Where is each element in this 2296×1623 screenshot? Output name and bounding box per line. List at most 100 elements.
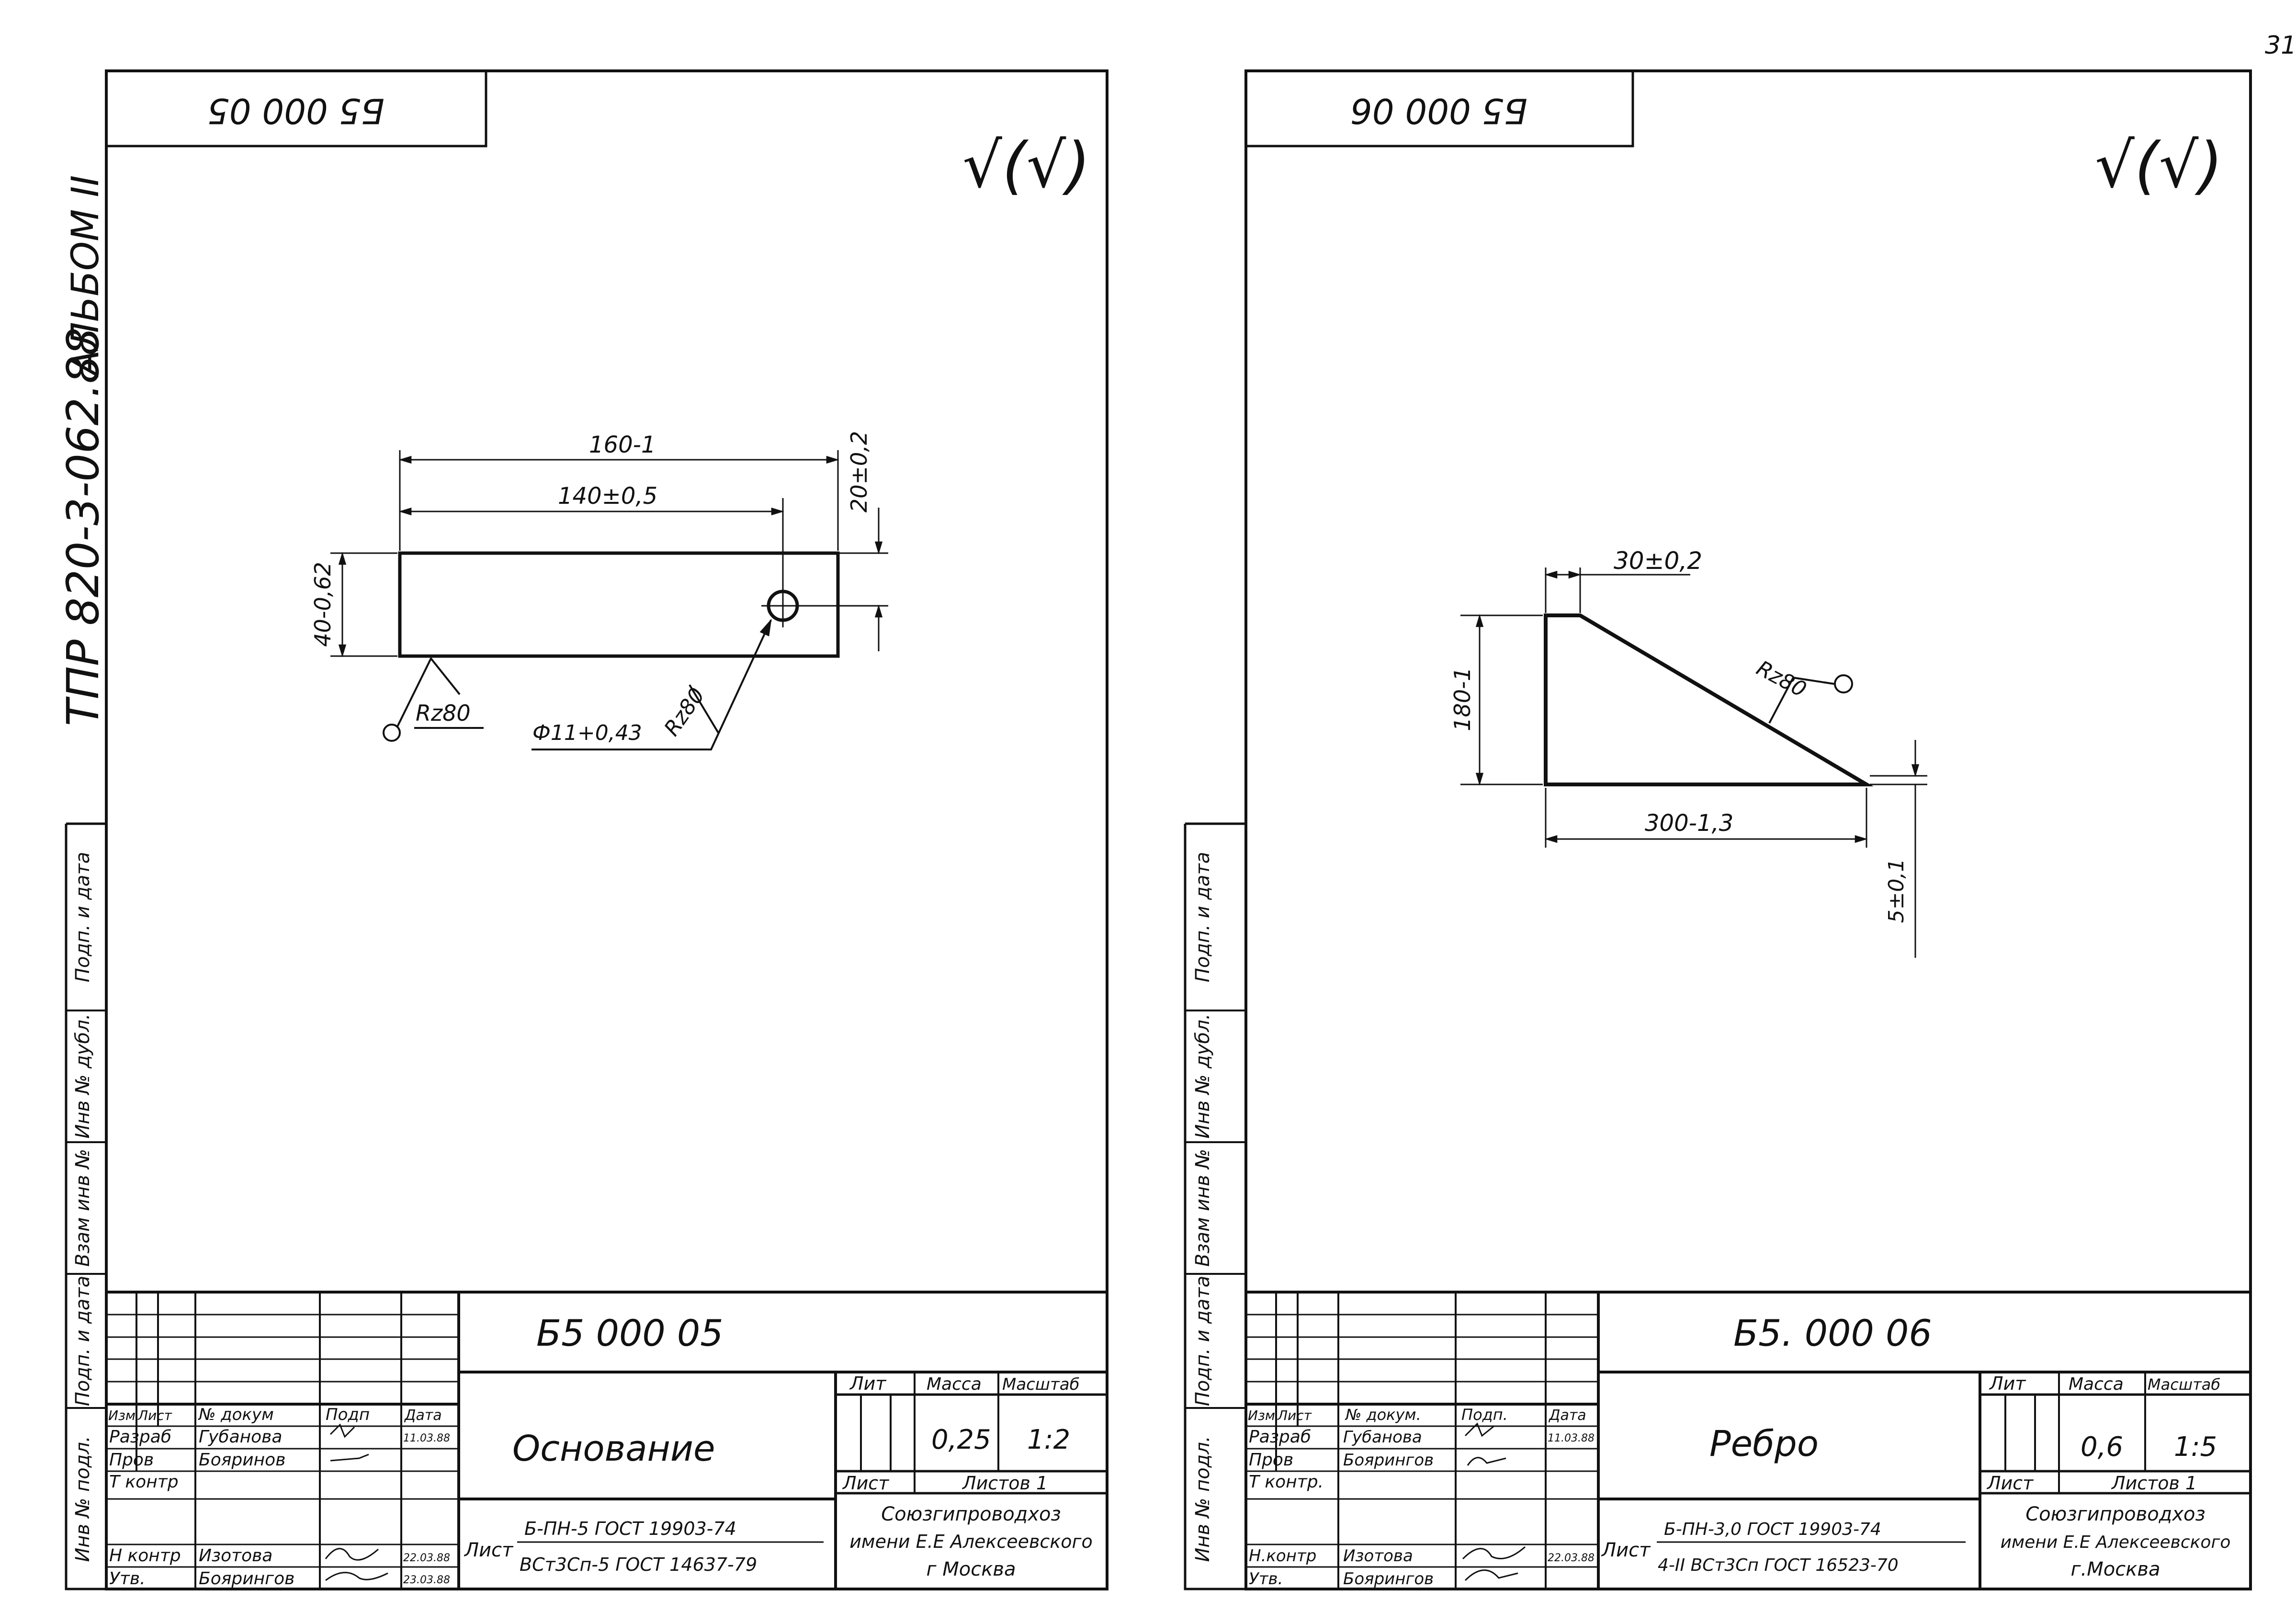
tb-designation: Б5 000 05 (536, 1312, 724, 1354)
dim-hole: Ф11+0,43 (532, 721, 642, 745)
material-2: 4-II ВСт3Сп ГОСТ 16523-70 (1658, 1555, 1899, 1575)
role-tech: Т контр (109, 1472, 179, 1492)
hdr-izm: Изм (1248, 1407, 1275, 1423)
material-prefix: Лист (464, 1539, 514, 1561)
stamp-replace-no: Взам инв № (1192, 1149, 1214, 1267)
role-checker: Пров (1249, 1450, 1293, 1470)
signatures (325, 1423, 388, 1581)
stamp-replace-no: Взам инв № (72, 1149, 94, 1267)
mass-label: Масса (2069, 1374, 2124, 1394)
scale-value: 1:5 (2174, 1431, 2217, 1463)
rough-base: Rz80 (416, 700, 471, 726)
rough-slope: Rz80 (1753, 656, 1810, 703)
org-line-1: Союзгипроводхоз (2025, 1503, 2206, 1525)
dim-height: 180-1 (1449, 667, 1475, 731)
dim-length: 160-1 (589, 431, 656, 458)
org-line-1: Союзгипроводхоз (881, 1503, 1061, 1525)
top-designation: Б5 000 05 (207, 91, 385, 131)
date-norm: 22.03.88 (1548, 1552, 1595, 1564)
stamp-dup-no: Инв № дубл. (72, 1014, 94, 1139)
person-developer: Губанова (199, 1427, 282, 1447)
role-approve: Утв. (109, 1569, 146, 1589)
hdr-doc: № докум (198, 1405, 274, 1424)
hdr-doc: № докум. (1345, 1406, 1421, 1424)
person-checker: Бояринов (199, 1450, 285, 1470)
album-label: АЛЬБОМ II (64, 175, 107, 378)
part-name: Основание (512, 1428, 715, 1469)
hdr-date: Дата (1548, 1407, 1586, 1424)
role-checker: Пров (109, 1450, 154, 1470)
person-norm: Изотова (1343, 1546, 1413, 1566)
role-developer: Разраб (1249, 1427, 1311, 1447)
person-norm: Изотова (199, 1546, 272, 1566)
page-number: 31 (2265, 31, 2296, 60)
date-norm: 22.03.88 (403, 1552, 450, 1564)
stamp-sign-date: Подп. и дата (1192, 852, 1214, 982)
role-approve: Утв. (1249, 1569, 1283, 1589)
org-line-2: имени Е.Е Алексеевского (2001, 1532, 2231, 1552)
date-developer: 11.03.88 (1548, 1432, 1595, 1444)
dim-length: 300-1,3 (1645, 810, 1733, 837)
material-1: Б-ПН-5 ГОСТ 19903-74 (524, 1518, 736, 1539)
scale-value: 1:2 (1027, 1424, 1070, 1455)
date-approve: 23.03.88 (403, 1574, 450, 1586)
roughness-symbol: √(√) (962, 129, 1090, 202)
person-approve: Боярингов (199, 1569, 294, 1589)
sheet-border (1244, 69, 2252, 1590)
hdr-izm: Изм (108, 1407, 136, 1423)
sheet-border (105, 69, 1108, 1590)
sheets-label: Листов 1 (2111, 1473, 2197, 1494)
dim-hole-offset: 20±0,2 (846, 431, 872, 512)
person-checker: Боярингов (1343, 1451, 1434, 1470)
stamp-original-no: Инв № подл. (1192, 1436, 1214, 1562)
mass-value: 0,25 (931, 1424, 991, 1455)
role-tech: Т контр. (1249, 1472, 1323, 1492)
dim-top: 30±0,2 (1614, 547, 1702, 575)
part-base: 160-1 140±0,5 40-0,62 20±0,2 Rz80 Ф11+0,… (310, 431, 888, 750)
stamp-sign-date-2: Подп. и дата (72, 1276, 94, 1406)
person-developer: Губанова (1343, 1428, 1422, 1447)
org-line-2: имени Е.Е Алексеевского (849, 1531, 1093, 1552)
top-designation: Б5 000 06 (1350, 91, 1527, 131)
role-norm: Н контр (109, 1546, 181, 1566)
project-code: ТПР 820-3-062.88 (57, 328, 109, 726)
dim-tip: 5±0,1 (1884, 859, 1909, 923)
part-outline (1544, 613, 1874, 786)
sheet-label: Лист (1986, 1473, 2034, 1494)
mass-value: 0,6 (2081, 1431, 2123, 1463)
sheet-label: Лист (842, 1473, 890, 1494)
person-approve: Боярингов (1343, 1569, 1434, 1589)
tb-designation: Б5. 000 06 (1733, 1312, 1932, 1354)
scale-label: Масштаб (1002, 1375, 1080, 1394)
part-name: Ребро (1709, 1423, 1819, 1464)
mass-label: Масса (927, 1374, 982, 1394)
scale-label: Масштаб (2148, 1375, 2220, 1394)
dim-hole-pos: 140±0,5 (558, 483, 657, 510)
part-rib: 30±0,2 180-1 Rz80 300-1,3 5±0,1 (1449, 547, 1927, 958)
lit-label: Лит (1989, 1373, 2026, 1394)
material-2: ВСт3Сп-5 ГОСТ 14637-79 (520, 1554, 757, 1575)
hdr-list: Лист (1277, 1407, 1312, 1423)
org-line-3: г.Москва (2071, 1558, 2160, 1580)
title-block: Изм Лист № докум Подп Дата Разраб Пров Т… (106, 1291, 1107, 1589)
material-prefix: Лист (1601, 1539, 1651, 1561)
part-outline (398, 551, 840, 658)
dim-height: 40-0,62 (310, 562, 336, 647)
stamp-original-no: Инв № подл. (72, 1436, 94, 1562)
title-block: Изм Лист № докум. Подп. Дата Разраб Пров… (1246, 1291, 2251, 1589)
hdr-date: Дата (404, 1407, 442, 1424)
hdr-list: Лист (137, 1407, 172, 1423)
stamp-dup-no: Инв № дубл. (1192, 1014, 1214, 1139)
roughness-symbol: √(√) (2095, 129, 2223, 202)
stamp-sign-date: Подп. и дата (72, 852, 94, 982)
lit-label: Лит (849, 1373, 887, 1394)
rough-hole: Rz80 (659, 683, 710, 740)
org-line-3: г Москва (927, 1558, 1016, 1580)
side-stamp: Подп. и дата Инв № дубл. Взам инв № Подп… (1184, 822, 1246, 1590)
hdr-sign: Подп (326, 1405, 370, 1424)
drawing-left: Б5 000 05 √(√) Подп. и дата Инв № дубл. … (65, 69, 1108, 1590)
side-stamp: Подп. и дата Инв № дубл. Взам инв № Подп… (65, 822, 106, 1590)
sheets-label: Листов 1 (961, 1473, 1048, 1494)
hdr-sign: Подп. (1461, 1406, 1508, 1424)
